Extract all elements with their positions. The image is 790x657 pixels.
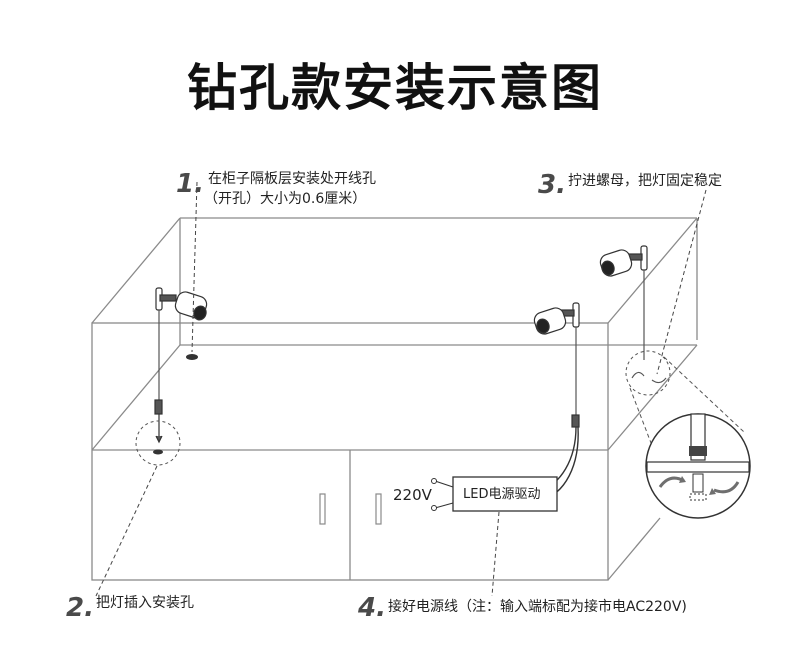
nut-circle: [625, 350, 671, 396]
cabinet: [91, 217, 698, 581]
step-2-text: 把灯插入安装孔: [96, 595, 194, 611]
leader-step3: [656, 189, 707, 375]
drill-hole: [186, 354, 198, 360]
step-1-text-line2: （开孔）大小为0.6厘米）: [204, 191, 367, 207]
leader-step2: [95, 465, 158, 597]
step-1-text-line1: 在柜子隔板层安装处开线孔: [208, 171, 376, 187]
voltage-label: 220V: [393, 486, 432, 504]
step-3-text: 拧进螺母，把灯固定稳定: [568, 173, 722, 189]
step-1-number: 1.: [176, 169, 204, 199]
spotlight-lamp-left: [154, 287, 208, 444]
door-handle-right: [375, 493, 382, 525]
leader-step4: [491, 511, 500, 597]
page-title: 钻孔款安装示意图: [187, 59, 603, 117]
step-4-number: 4.: [358, 593, 386, 623]
leader-step1: [191, 181, 198, 353]
step-3-number: 3.: [538, 170, 566, 200]
spotlight-lamp-right: [599, 245, 648, 360]
insert-hole-circle: [135, 420, 181, 466]
spotlight-lamp-middle: [533, 302, 580, 428]
led-driver: [431, 476, 558, 512]
driver-label: LED电源驱动: [463, 487, 541, 502]
zoom-detail-circle: [645, 413, 751, 519]
door-handle-left: [319, 493, 326, 525]
step-2-number: 2.: [66, 593, 94, 623]
step-4-text: 接好电源线（注：输入端标配为接市电AC220V): [388, 599, 687, 615]
